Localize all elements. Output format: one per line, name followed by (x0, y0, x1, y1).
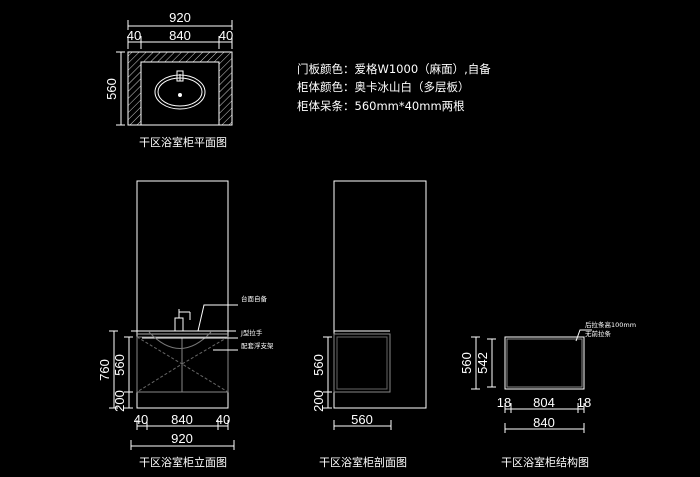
elevation-view (109, 180, 238, 450)
elev-left-side: 40 (134, 412, 148, 427)
structure-total-width: 840 (533, 415, 555, 430)
note-rails: 柜体呆条：560mm*40mm两根 (297, 99, 465, 113)
elev-height-cabinet: 560 (112, 354, 127, 376)
elev-right-side: 40 (216, 412, 230, 427)
plan-inner-width: 840 (169, 28, 191, 43)
structure-view (471, 329, 592, 433)
elev-height-gap: 200 (112, 390, 127, 412)
structure-left-panel: 18 (497, 395, 511, 410)
plan-right-side: 40 (219, 28, 233, 43)
section-caption: 干区浴室柜剖面图 (319, 455, 407, 469)
structure-right-panel: 18 (577, 395, 591, 410)
structure-height-inner: 542 (475, 352, 490, 374)
structure-caption: 干区浴室柜结构图 (501, 455, 589, 469)
elev-inner-width: 840 (171, 412, 193, 427)
section-height-gap: 200 (311, 390, 326, 412)
label-handle: J型拉手 (240, 328, 263, 337)
plan-total-width: 920 (169, 10, 191, 25)
note-door-color: 门板颜色：爱格W1000（麻面）,自备 (297, 62, 491, 76)
structure-inner-width: 804 (533, 395, 555, 410)
structure-height-outer: 560 (459, 352, 474, 374)
label-bracket: 配套浮支架 (241, 341, 274, 350)
elev-height-total: 760 (97, 359, 112, 381)
note-cabinet-color: 柜体颜色：奥卡冰山白（多层板） (297, 80, 470, 94)
label-no-front-rail: 无前拉条 (585, 329, 612, 338)
section-height-cabinet: 560 (311, 354, 326, 376)
elev-total-width: 920 (171, 431, 193, 446)
section-depth: 560 (351, 412, 373, 427)
plan-depth: 560 (104, 78, 119, 100)
plan-left-side: 40 (127, 28, 141, 43)
plan-caption: 干区浴室柜平面图 (139, 135, 227, 149)
elevation-caption: 干区浴室柜立面图 (139, 455, 227, 469)
plan-view (116, 20, 233, 126)
label-rear-rail: 后拉条高100mm (585, 320, 636, 329)
section-view (323, 180, 427, 430)
label-counter: 台面自备 (241, 294, 268, 303)
